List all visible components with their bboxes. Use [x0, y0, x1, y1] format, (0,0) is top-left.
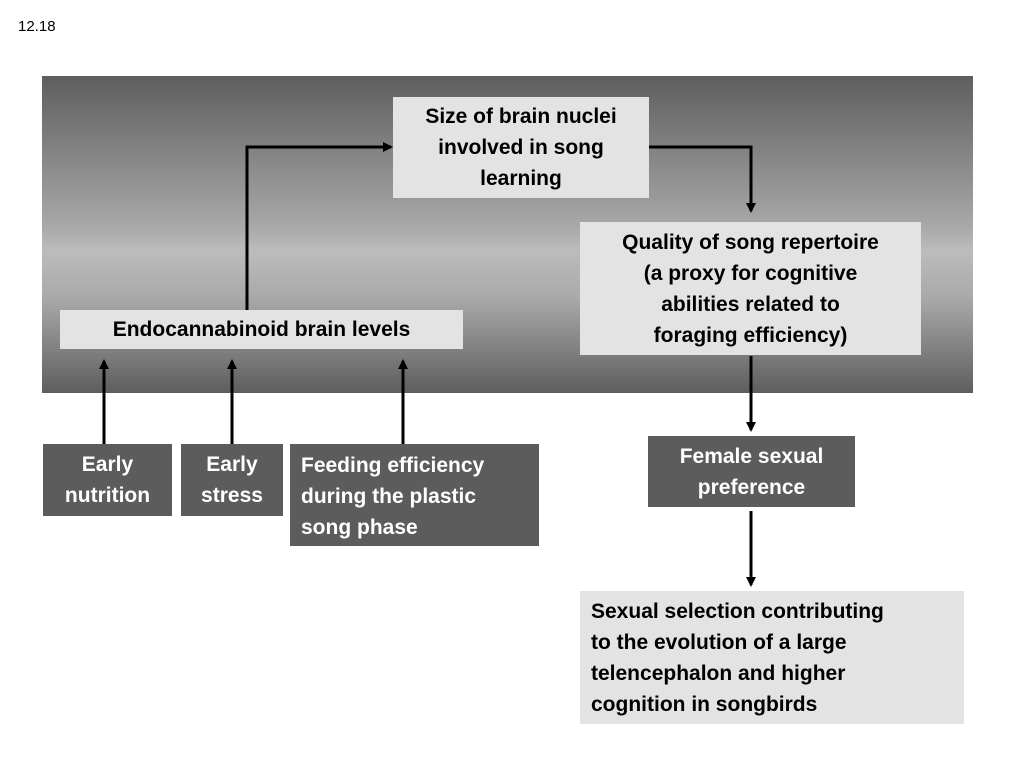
figure-number: 12.18 [18, 18, 56, 35]
feeding-efficiency-box: Feeding efficiency during the plastic so… [290, 444, 539, 546]
sexual-selection-box: Sexual selection contributing to the evo… [580, 591, 964, 724]
early-stress-box: Early stress [181, 444, 283, 516]
song-quality-box: Quality of song repertoire (a proxy for … [580, 222, 921, 355]
endocannabinoid-box: Endocannabinoid brain levels [60, 310, 463, 349]
early-nutrition-box: Early nutrition [43, 444, 172, 516]
female-preference-box: Female sexual preference [648, 436, 855, 507]
brain-nuclei-box: Size of brain nuclei involved in song le… [393, 97, 649, 198]
